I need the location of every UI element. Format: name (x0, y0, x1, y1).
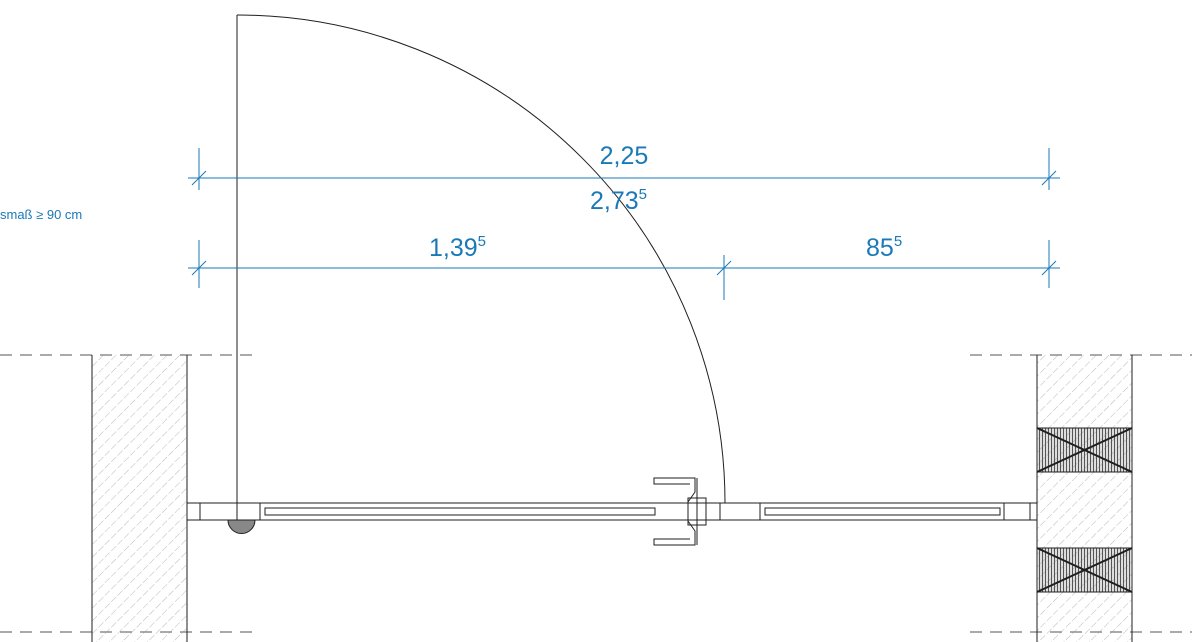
dimension-right-segment: 855 (866, 233, 902, 262)
dimension-line-segments (188, 240, 1060, 300)
dimension-overall-bottom: 2,735 (590, 186, 647, 215)
door-panels (186, 502, 1038, 521)
right-wall (1036, 355, 1133, 642)
door-handle (653, 477, 707, 546)
dimension-line-overall (188, 148, 1060, 190)
insulation-block-upper (1036, 427, 1133, 473)
dimension-overall-top: 2,25 (600, 142, 649, 170)
clearance-note: smaß ≥ 90 cm (0, 207, 82, 222)
dimension-left-segment: 1,395 (429, 233, 486, 262)
pivot-roller (227, 519, 256, 534)
insulation-block-lower (1036, 547, 1133, 593)
left-wall (91, 355, 188, 642)
door-swing (236, 14, 726, 504)
